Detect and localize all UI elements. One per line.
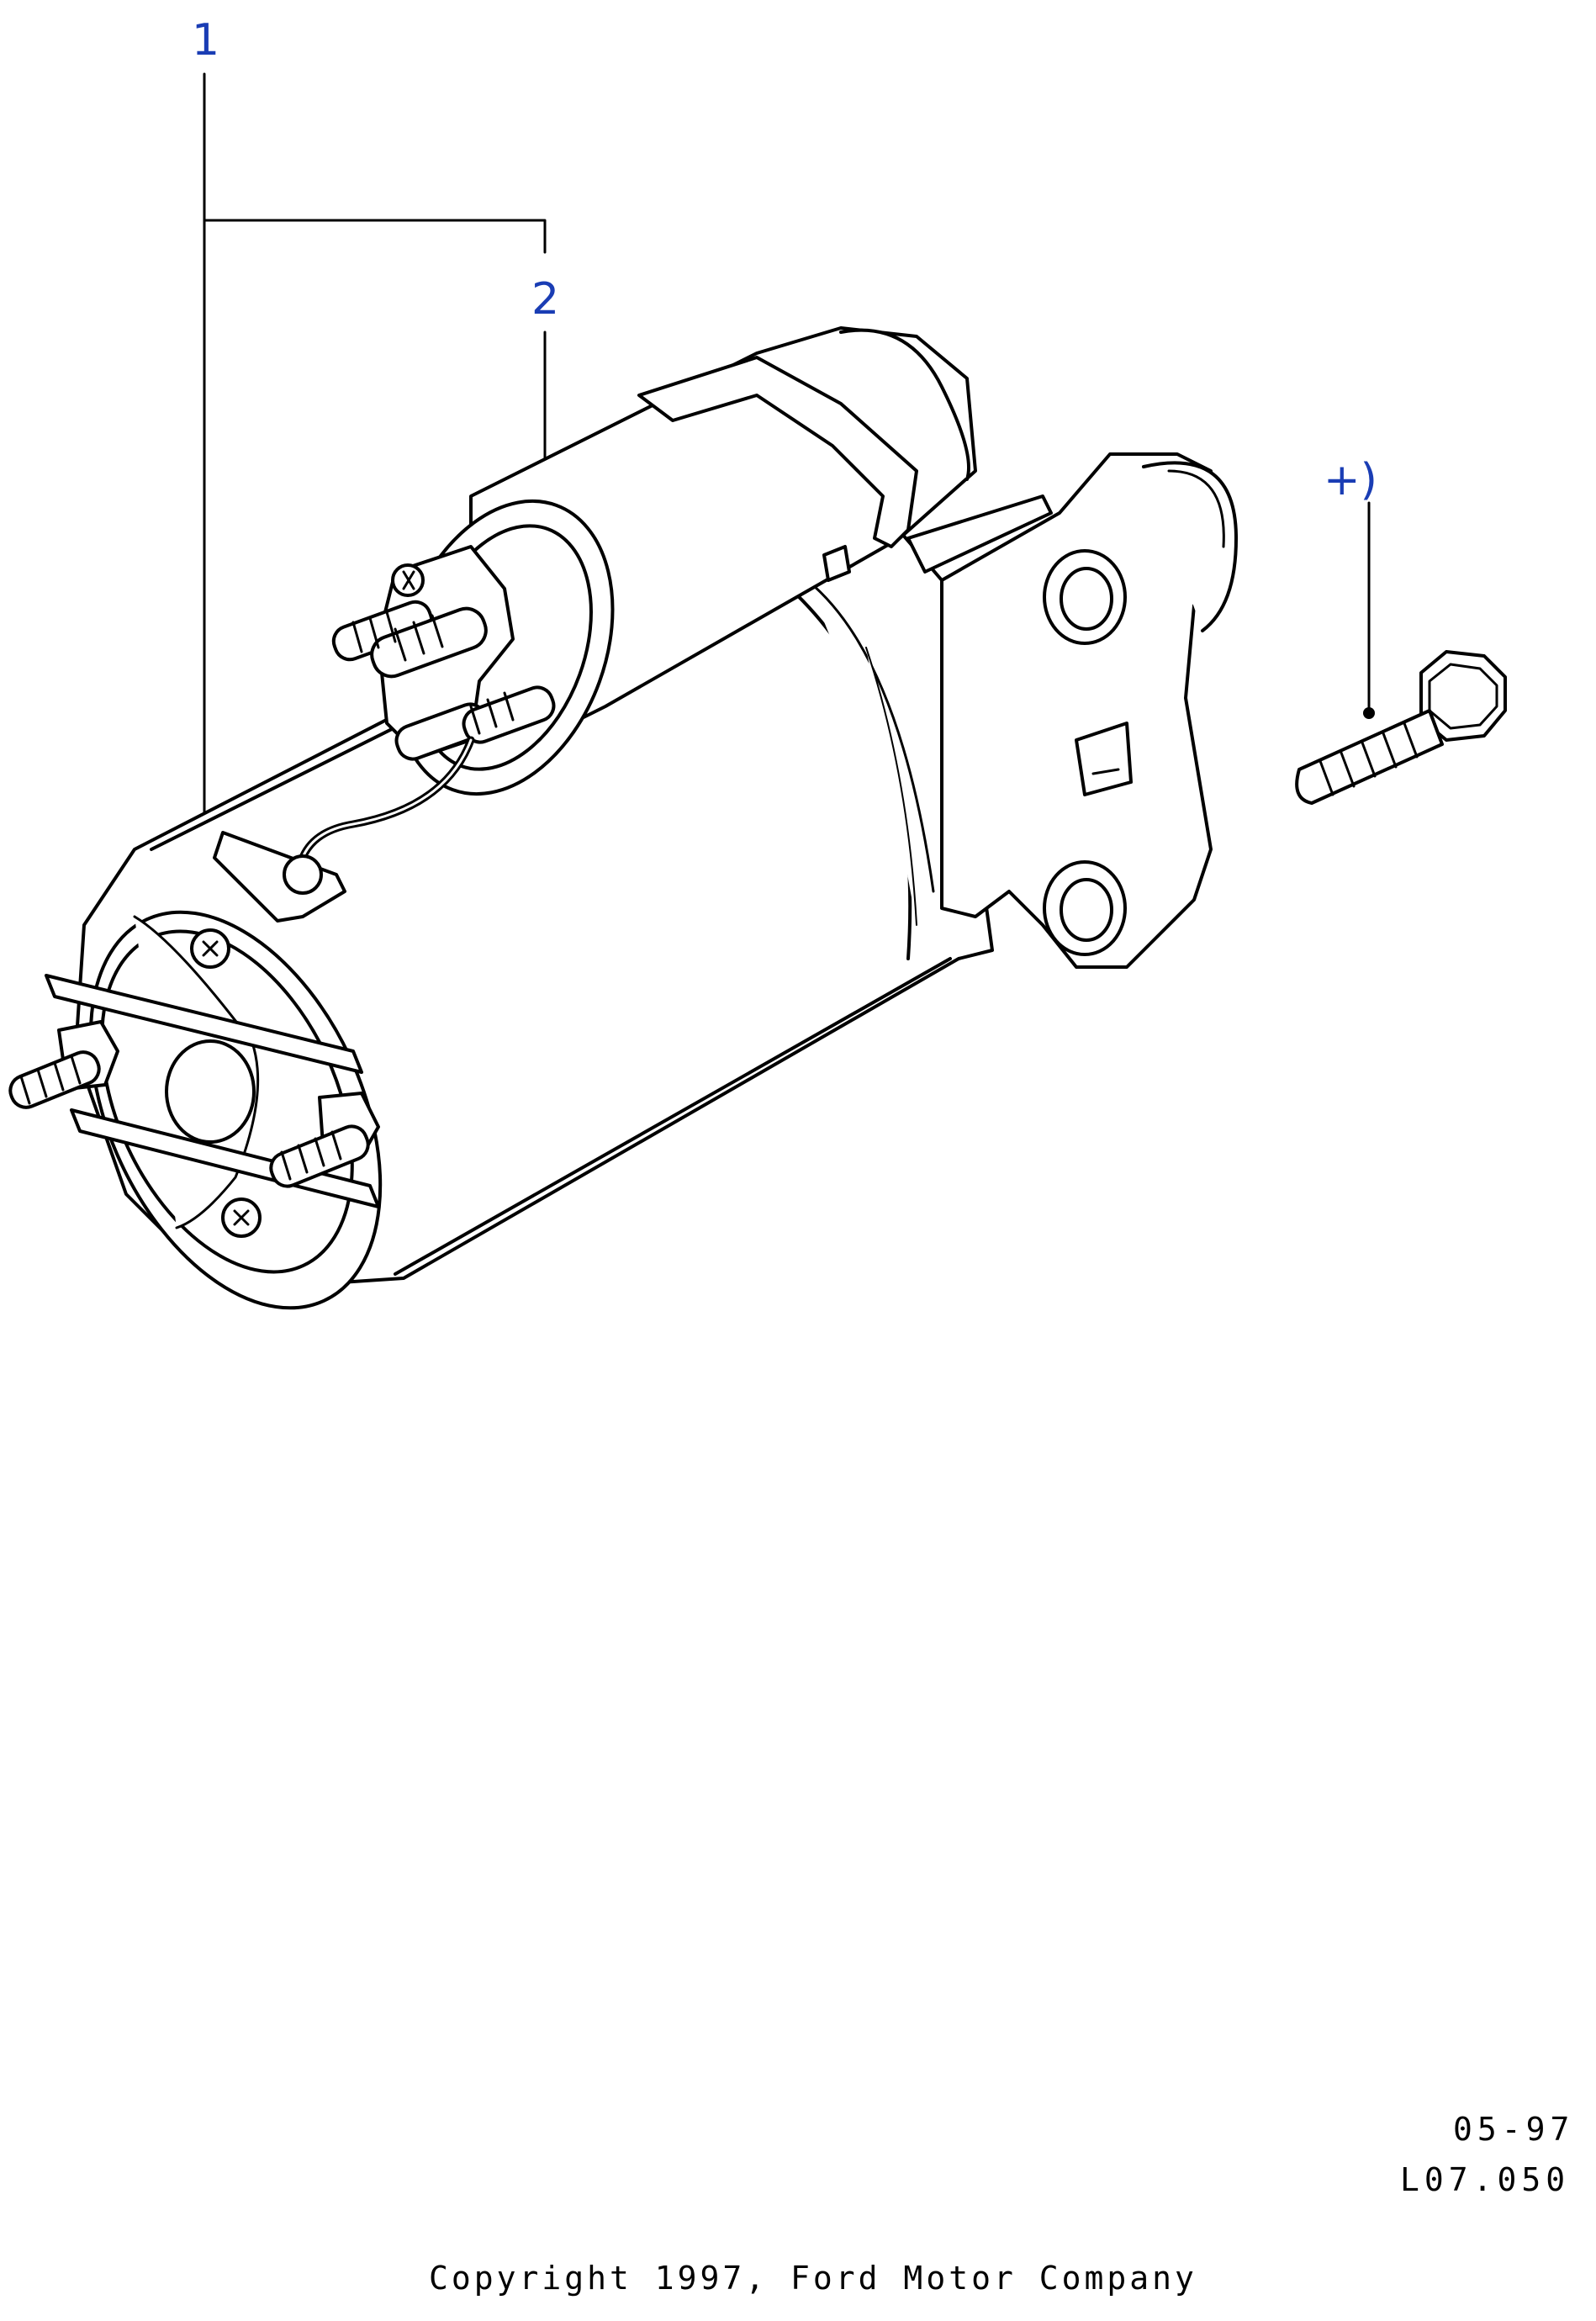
- mounting-flange: [940, 452, 1238, 969]
- connecting-cable: [294, 736, 475, 879]
- solenoid-terminals: [331, 545, 851, 761]
- end-cap: [8, 831, 383, 1310]
- mounting-bolt-icon: [1295, 650, 1507, 805]
- callout-part-2: 2: [531, 274, 560, 325]
- callout-part-plus: +): [1324, 455, 1377, 505]
- copyright-notice: Copyright 1997, Ford Motor Company: [429, 2260, 1197, 2297]
- drawing-date: 05-97: [1453, 2111, 1575, 2148]
- drawing-reference: L07.050 E: [1400, 2161, 1596, 2198]
- leader-line-bracket: [203, 219, 547, 254]
- callout-part-1: 1: [192, 15, 220, 66]
